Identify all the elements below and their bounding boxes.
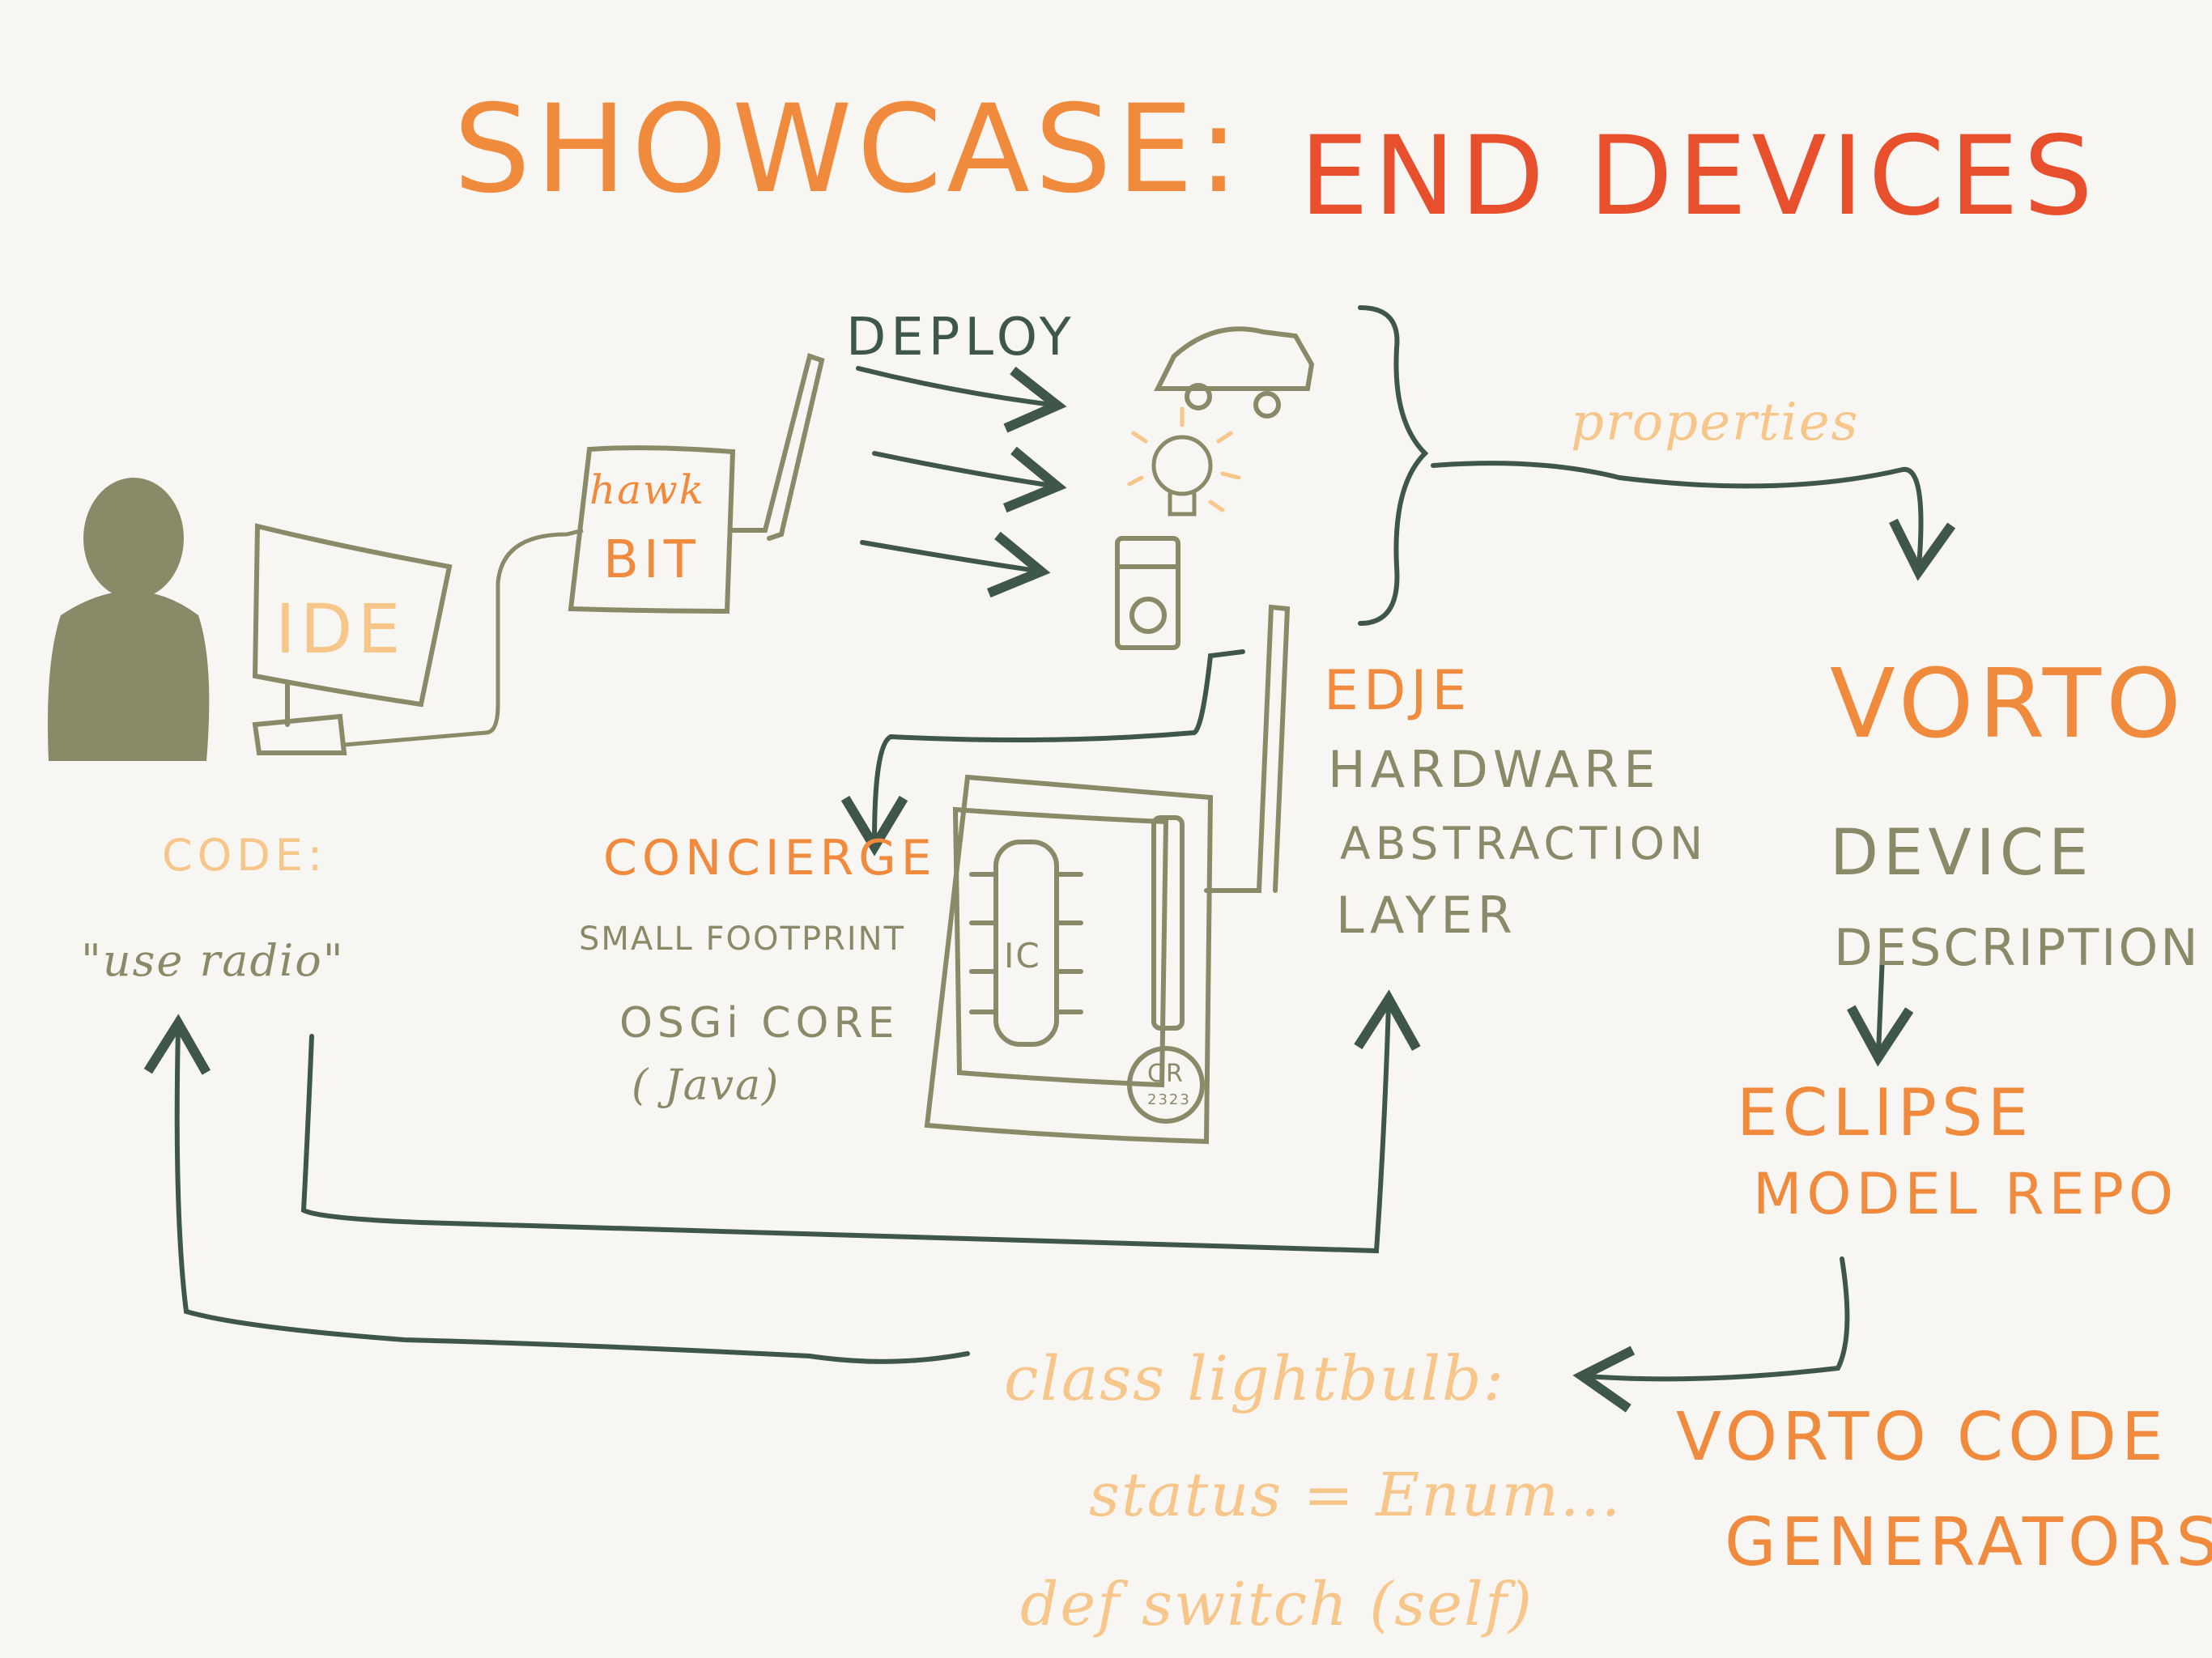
person-icon — [48, 478, 210, 761]
generated-code-line-2: status = Enum... — [1089, 1460, 1623, 1530]
deploy-label: DEPLOY — [846, 308, 1076, 368]
generated-code-line-1: class lightbulb: — [1004, 1342, 1506, 1414]
edje-title: EDJE — [1324, 659, 1472, 723]
devices-brace — [1358, 305, 1429, 626]
deploy-arrows — [856, 366, 1067, 598]
hawkbit-box — [568, 353, 825, 614]
monitor-icon — [252, 523, 453, 755]
generated-code-line-3: def switch (self) — [1020, 1570, 1534, 1639]
code-heading: CODE: — [162, 830, 328, 881]
battery-label-top: CR — [1147, 1060, 1185, 1088]
circuit-board-icon — [924, 604, 1291, 1145]
title-end-devices: END DEVICES — [1300, 113, 2098, 240]
concierge-line-3: ( Java) — [632, 1061, 781, 1110]
edje-line-3: LAYER — [1336, 886, 1517, 945]
car-icon — [1154, 326, 1315, 419]
vorto-line-2: DESCRIPTION — [1834, 918, 2201, 977]
concierge-line-1: SMALL FOOTPRINT — [579, 920, 906, 958]
concierge-line-2: OSGi CORE — [619, 999, 900, 1048]
generators-line-1: VORTO CODE — [1676, 1399, 2168, 1476]
title-showcase: SHOWCASE: — [453, 79, 1244, 220]
generators-line-2: GENERATORS — [1725, 1504, 2212, 1581]
vorto-line-1: DEVICE — [1830, 817, 2094, 890]
repo-to-generated-code-arrow — [1572, 1256, 1850, 1413]
description-to-repo-arrow — [1847, 953, 1914, 1067]
board-chip-label: IC — [1004, 936, 1041, 976]
edje-line-2: ABSTRACTION — [1340, 818, 1708, 869]
edje-to-concierge-arrow — [840, 649, 1245, 857]
edje-line-1: HARDWARE — [1328, 740, 1661, 799]
concierge-title: CONCIERGE — [603, 830, 937, 886]
washing-machine-icon — [1115, 536, 1180, 650]
code-value: "use radio" — [81, 935, 345, 986]
properties-arrow — [1431, 461, 1956, 581]
ide-to-hawkbit-cable — [343, 528, 584, 747]
ide-label: IDE — [275, 589, 406, 669]
hawkbit-label-bottom: BIT — [603, 530, 700, 590]
repo-line-1: ECLIPSE — [1737, 1075, 2034, 1150]
hawkbit-label-top: hawk — [589, 466, 706, 513]
lightbulb-icon — [1127, 406, 1241, 517]
generated-code-to-code-arrow — [143, 1014, 970, 1364]
code-to-edje-arrow — [300, 989, 1421, 1254]
repo-line-2: MODEL REPO — [1753, 1161, 2179, 1227]
vorto-title: VORTO — [1830, 648, 2186, 759]
battery-label-bottom: 2323 — [1147, 1091, 1191, 1108]
properties-label: properties — [1571, 393, 1860, 453]
